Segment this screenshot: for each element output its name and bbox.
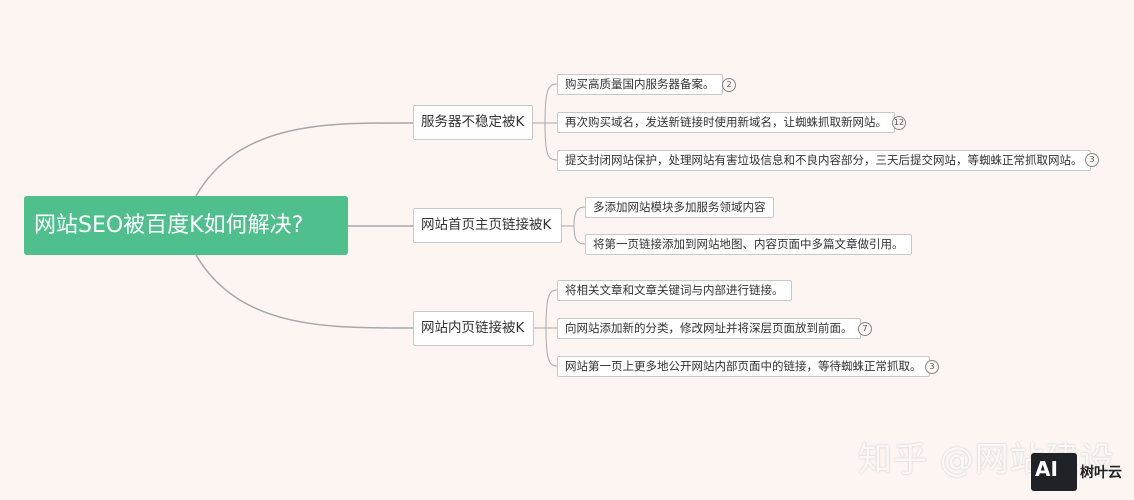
connector-b3-l1 bbox=[545, 289, 558, 329]
leaf-topic[interactable]: 向网站添加新的分类，修改网址并将深层页面放到前面。 bbox=[557, 318, 861, 339]
branch-topic-server[interactable]: 服务器不稳定被K bbox=[413, 105, 533, 140]
leaf-topic[interactable]: 网站第一页上更多地公开网站内部页面中的链接，等待蜘蛛正常抓取。 bbox=[557, 356, 930, 377]
branch-topic-inner-page[interactable]: 网站内页链接被K bbox=[413, 311, 534, 346]
leaf-topic[interactable]: 将第一页链接添加到网站地图、内容页面中多篇文章做引用。 bbox=[585, 234, 912, 255]
root-topic[interactable]: 网站SEO被百度K如何解决? bbox=[24, 196, 348, 255]
connector-b1-l3 bbox=[544, 122, 558, 161]
branch-topic-homepage[interactable]: 网站首页主页链接被K bbox=[413, 208, 562, 243]
brand-name: 树叶云 bbox=[1080, 465, 1122, 481]
topic-count-badge: 7 bbox=[858, 322, 872, 336]
leaf-topic[interactable]: 购买高质量国内服务器备案。 bbox=[557, 74, 723, 95]
connector-b3-l3 bbox=[545, 327, 558, 367]
topic-count-badge: 12 bbox=[892, 116, 906, 130]
leaf-topic[interactable]: 多添加网站模块多加服务领域内容 bbox=[585, 197, 774, 218]
leaf-topic[interactable]: 提交封闭网站保护，处理网站有害垃圾信息和不良内容部分，三天后提交网站，等蜘蛛正常… bbox=[557, 150, 1091, 171]
topic-count-badge: 3 bbox=[1085, 153, 1099, 167]
connector-b1-l1 bbox=[544, 83, 558, 124]
connector-b2-l2 bbox=[573, 225, 586, 245]
logo-letters: AI bbox=[1035, 457, 1058, 481]
leaf-topic[interactable]: 再次购买域名，发送新链接时使用新域名，让蜘蛛抓取新网站。 bbox=[557, 112, 895, 133]
brand-logo: AI bbox=[1031, 453, 1077, 491]
leaf-topic[interactable]: 将相关文章和文章关键词与内部进行链接。 bbox=[557, 280, 792, 301]
connector-b2-l1 bbox=[573, 206, 586, 227]
topic-count-badge: 3 bbox=[925, 360, 939, 374]
topic-count-badge: 2 bbox=[722, 78, 736, 92]
connector-root-branch-1 bbox=[195, 122, 414, 197]
connector-root-branch-3 bbox=[195, 254, 414, 329]
